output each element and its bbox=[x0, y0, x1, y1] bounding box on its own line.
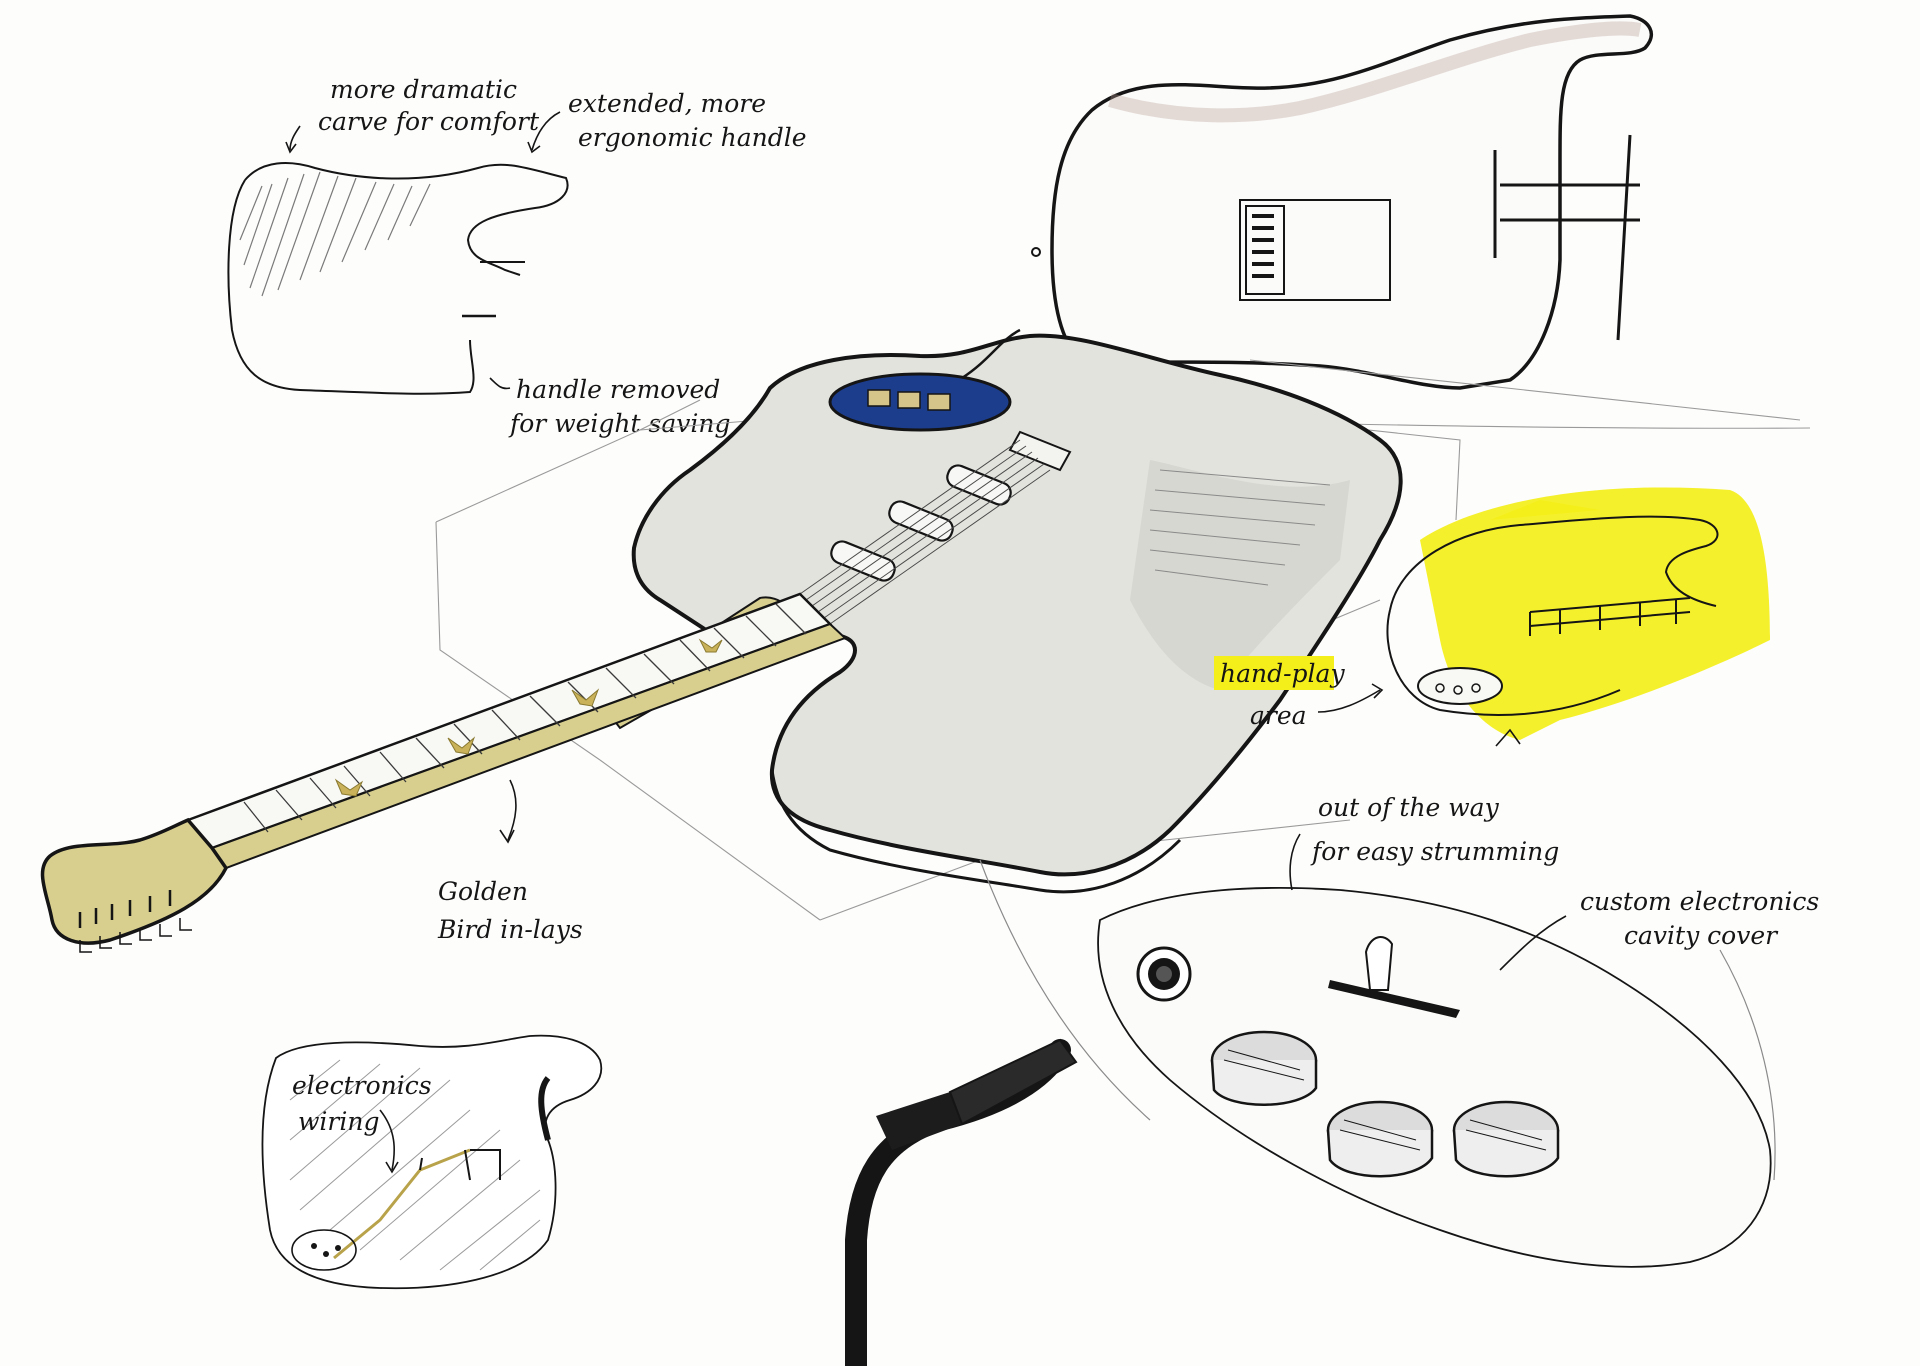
annotation-removed-1: handle removed bbox=[516, 375, 720, 404]
body-profile-sketch bbox=[227, 111, 569, 395]
annotation-inlay-1: Golden bbox=[438, 877, 528, 906]
hand-play-detail-sketch bbox=[1317, 487, 1770, 747]
hand-play-highlight bbox=[1214, 656, 1334, 690]
perspective-guides bbox=[435, 359, 1811, 921]
annotation-wiring-1: electronics bbox=[292, 1071, 432, 1100]
annotation-inlay-2: Bird in-lays bbox=[437, 915, 583, 944]
control-plate-closeup bbox=[845, 833, 1776, 1370]
annotation-removed-2: for weight saving bbox=[508, 409, 730, 438]
annotation-cover-1: custom electronics bbox=[1580, 887, 1819, 916]
annotation-handplay-1: hand-play bbox=[1220, 659, 1345, 688]
annotation-handle-1: extended, more bbox=[568, 89, 766, 118]
annotation-wiring-2: wiring bbox=[298, 1107, 379, 1136]
annotation-carve-2: carve for comfort bbox=[318, 107, 540, 136]
main-guitar-sketch bbox=[40, 328, 1403, 953]
annotation-strum-2: for easy strumming bbox=[1310, 837, 1559, 866]
wiring-sketch bbox=[261, 1034, 603, 1290]
annotation-carve-1: more dramatic bbox=[330, 75, 517, 104]
annotation-cover-2: cavity cover bbox=[1624, 921, 1779, 950]
annotation-handle-2: ergonomic handle bbox=[578, 123, 807, 152]
body-back-view-sketch bbox=[1031, 14, 1653, 390]
annotation-strum-1: out of the way bbox=[1318, 793, 1500, 822]
annotation-handplay-2: area bbox=[1250, 701, 1307, 730]
